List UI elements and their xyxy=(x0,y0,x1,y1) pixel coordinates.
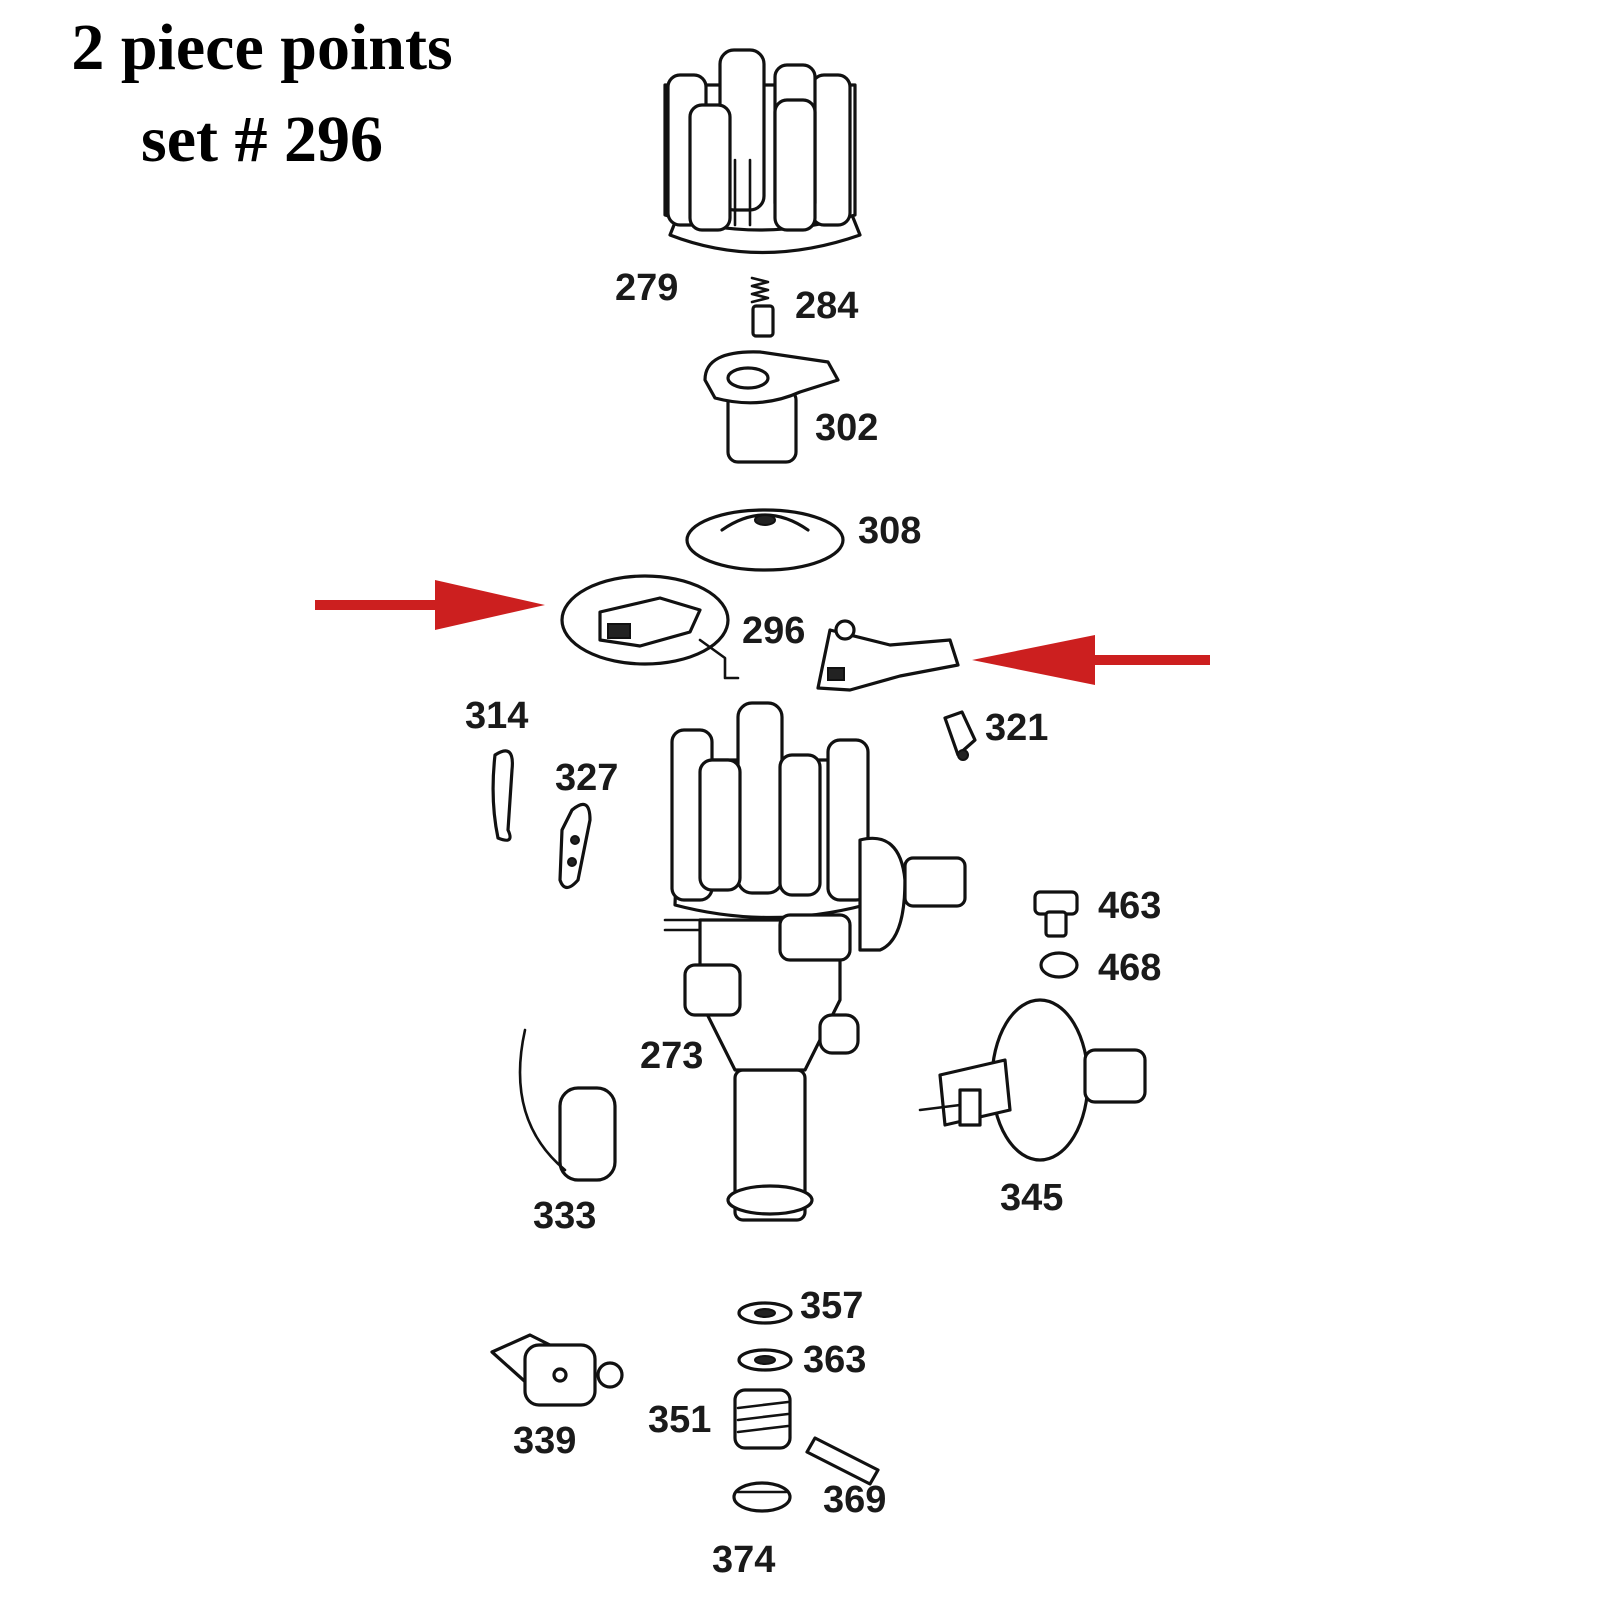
rotor-302 xyxy=(703,350,840,464)
clip-314 xyxy=(491,749,514,842)
label-296: 296 xyxy=(742,610,805,652)
label-351: 351 xyxy=(648,1399,711,1441)
label-333: 333 xyxy=(533,1195,596,1237)
washer-357 xyxy=(737,1301,793,1325)
spring-284 xyxy=(750,276,775,338)
label-273: 273 xyxy=(640,1035,703,1077)
title-line-2: set # 296 xyxy=(141,103,383,176)
label-468: 468 xyxy=(1098,947,1161,989)
label-463: 463 xyxy=(1098,885,1161,927)
distributor-cap-279 xyxy=(663,48,862,255)
dust-shield-308 xyxy=(685,508,845,572)
washer-363 xyxy=(737,1348,793,1372)
label-339: 339 xyxy=(513,1420,576,1462)
pin-369 xyxy=(805,1436,880,1486)
bracket-327 xyxy=(558,802,592,890)
label-308: 308 xyxy=(858,510,921,552)
breaker-plate-296 xyxy=(560,574,740,680)
bolt-463 xyxy=(1033,890,1079,938)
drive-gear-351 xyxy=(733,1388,792,1450)
vacuum-unit-345 xyxy=(918,998,1147,1162)
label-369: 369 xyxy=(823,1479,886,1521)
diagram-title: 2 piece points set # 296 xyxy=(22,2,502,186)
label-284: 284 xyxy=(795,285,858,327)
label-302: 302 xyxy=(815,407,878,449)
label-327: 327 xyxy=(555,757,618,799)
label-363: 363 xyxy=(803,1339,866,1381)
label-314: 314 xyxy=(465,695,528,737)
arrow-left xyxy=(315,580,545,630)
label-345: 345 xyxy=(1000,1177,1063,1219)
label-321: 321 xyxy=(985,707,1048,749)
screw-321 xyxy=(943,710,977,761)
clamp-339 xyxy=(490,1333,624,1407)
label-357: 357 xyxy=(800,1285,863,1327)
contact-arm-296 xyxy=(816,619,960,692)
title-line-1: 2 piece points xyxy=(71,11,453,84)
label-279: 279 xyxy=(615,267,678,309)
condenser-333 xyxy=(518,1028,617,1182)
coupling-374 xyxy=(732,1481,792,1513)
nut-468 xyxy=(1039,951,1079,979)
arrow-right xyxy=(972,635,1210,685)
label-374: 374 xyxy=(712,1539,775,1581)
distributor-body-273 xyxy=(663,701,967,1222)
